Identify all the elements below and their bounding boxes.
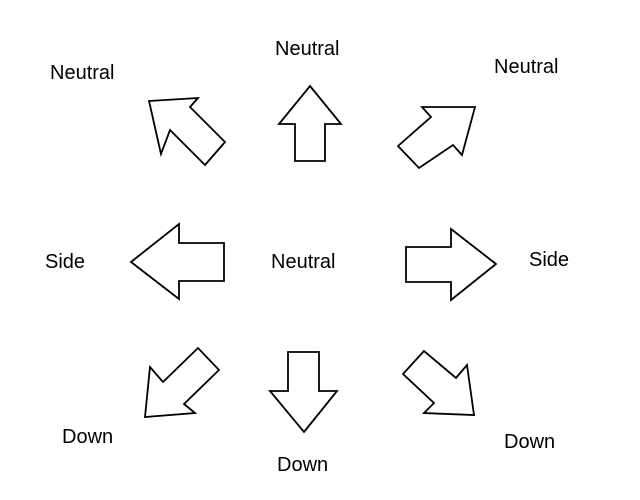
arrow-down — [268, 351, 339, 434]
label-top: Neutral — [275, 38, 340, 60]
label-top-right: Neutral — [494, 56, 559, 78]
arrow-down-left — [143, 346, 221, 418]
label-right: Side — [529, 249, 570, 271]
arrow-down-right — [401, 349, 476, 416]
arrow-up — [277, 84, 343, 162]
label-center: Neutral — [271, 251, 336, 273]
arrow-up-left — [147, 96, 227, 167]
arrow-left — [129, 222, 225, 301]
label-bottom-right: Down — [504, 431, 556, 453]
label-bottom-left: Down — [62, 426, 114, 448]
arrow-up-right — [396, 106, 477, 170]
arrow-right — [405, 227, 498, 302]
label-bottom: Down — [277, 454, 329, 476]
label-top-left: Neutral — [50, 62, 115, 84]
label-left: Side — [45, 251, 86, 273]
